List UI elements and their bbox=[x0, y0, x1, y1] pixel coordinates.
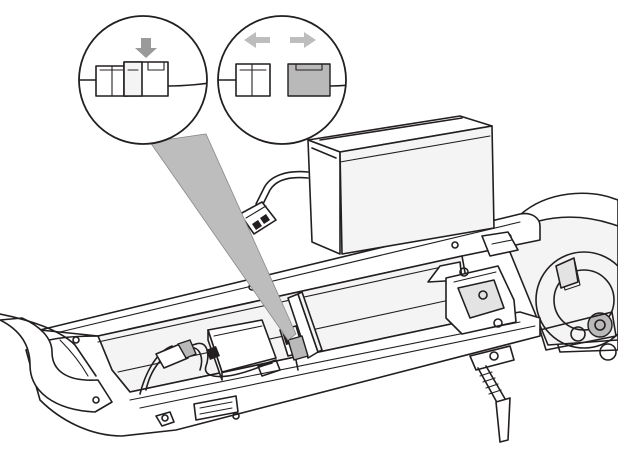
bay-divider bbox=[287, 291, 323, 359]
detail-connected-plugs bbox=[78, 15, 208, 145]
detail-separated-plugs bbox=[217, 15, 347, 145]
kickstand bbox=[469, 345, 515, 443]
rear-bulkhead bbox=[427, 231, 519, 335]
arrow-left-right-icon bbox=[244, 32, 316, 48]
bay-wiring bbox=[139, 339, 281, 395]
battery-pack bbox=[307, 115, 495, 255]
rear-wheel-assembly bbox=[504, 192, 618, 361]
callout-pointer bbox=[149, 133, 297, 341]
arrow-down-icon bbox=[135, 38, 157, 58]
deck-underside bbox=[155, 395, 239, 427]
battery-cable bbox=[239, 170, 309, 235]
